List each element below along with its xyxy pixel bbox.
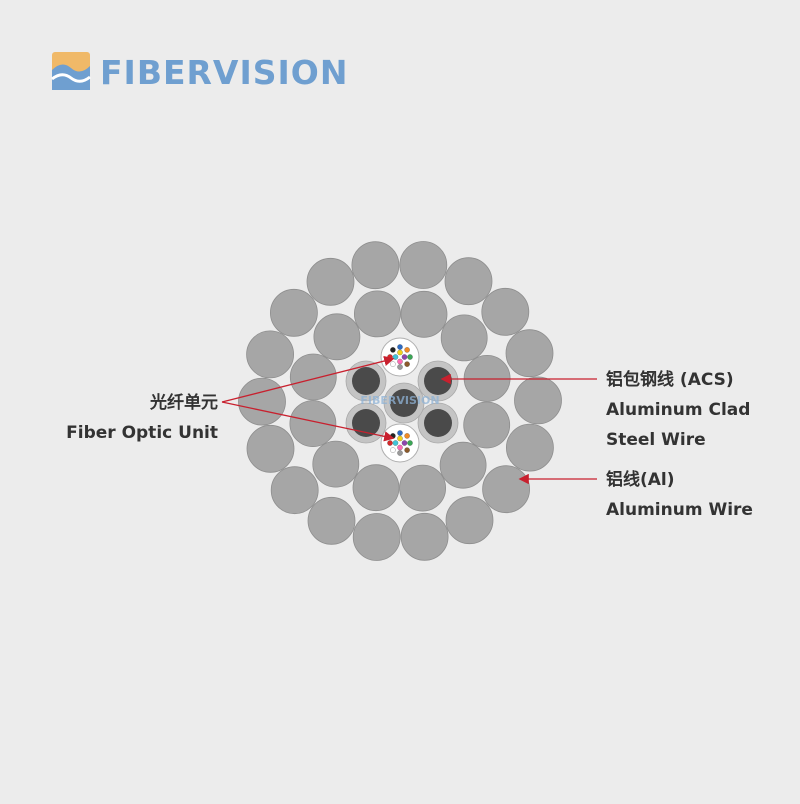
optical-fiber [404, 433, 410, 439]
optical-fiber [392, 354, 399, 360]
acs-steel-core [352, 409, 380, 437]
middle-aluminum-wire [439, 441, 487, 489]
acs-steel-core [352, 367, 380, 395]
outer-aluminum-wire [246, 330, 295, 379]
outer-aluminum-wire [514, 376, 562, 425]
optical-fiber [387, 440, 393, 446]
outer-aluminum-wire [307, 496, 356, 545]
optical-fiber [390, 347, 396, 353]
brand-name: FIBERVISION [100, 53, 348, 92]
outer-aluminum-wire [351, 241, 400, 290]
brand-logo-icon [51, 52, 91, 90]
outer-aluminum-wire [445, 496, 494, 545]
cable-strands [238, 241, 562, 561]
middle-aluminum-wire [313, 313, 361, 361]
arrow-fiber-unit-lower [221, 401, 395, 442]
acs-steel-core [424, 367, 452, 395]
optical-fiber [397, 435, 403, 442]
middle-aluminum-wire [289, 353, 337, 401]
acs-steel-core [424, 409, 452, 437]
middle-aluminum-wire [400, 290, 448, 338]
optical-fiber [401, 354, 408, 360]
label-fiber-unit-cn: 光纤单元 [149, 392, 218, 413]
optical-fiber [390, 361, 396, 367]
brand-logo: FIBERVISION [51, 52, 348, 92]
outer-aluminum-wire [444, 257, 493, 306]
middle-aluminum-wire [352, 464, 400, 512]
optical-fiber [407, 440, 413, 446]
optical-fiber [397, 349, 403, 356]
optical-fiber [397, 430, 403, 436]
optical-fiber [404, 361, 410, 367]
outer-aluminum-wire [399, 241, 448, 289]
center-watermark: FIBERVISION [360, 394, 439, 407]
middle-aluminum-wire [289, 400, 337, 448]
optical-fiber [397, 364, 403, 370]
optical-fiber [397, 358, 403, 365]
outer-aluminum-wire [505, 329, 554, 378]
fiber-optic-tube [380, 423, 420, 463]
middle-aluminum-wire [440, 314, 488, 362]
middle-aluminum-wire [463, 401, 511, 449]
middle-aluminum-wire [353, 290, 401, 338]
optical-fiber [401, 440, 408, 446]
label-al-cn: 铝线(Al) [606, 469, 675, 490]
outer-aluminum-wire [352, 513, 401, 561]
outer-aluminum-wire [306, 257, 355, 306]
optical-fiber [407, 354, 413, 360]
annotation-arrows [221, 355, 597, 485]
outer-aluminum-wire [506, 423, 554, 472]
acs-steel-core [390, 389, 418, 417]
label-acs-en-line2: Steel Wire [606, 430, 706, 450]
optical-fiber [390, 447, 396, 453]
outer-aluminum-wire [270, 466, 319, 515]
outer-aluminum-wire [400, 512, 449, 561]
arrow-fiber-unit-upper [221, 355, 395, 403]
middle-aluminum-wire [399, 464, 447, 512]
optical-fiber [397, 344, 403, 350]
middle-aluminum-wire [312, 440, 360, 488]
outer-aluminum-wire [238, 377, 286, 426]
optical-fiber [397, 450, 403, 456]
label-acs-en-line1: Aluminum Clad [606, 400, 750, 420]
outer-aluminum-wire [269, 288, 318, 337]
optical-fiber [404, 447, 410, 453]
optical-fiber [397, 444, 403, 451]
label-al-en: Aluminum Wire [606, 500, 753, 520]
outer-aluminum-wire [482, 465, 531, 514]
label-fiber-unit-en: Fiber Optic Unit [66, 423, 218, 443]
outer-aluminum-wire [481, 287, 530, 336]
optical-fiber [392, 440, 399, 446]
outer-aluminum-wire [246, 424, 295, 473]
fiber-optic-tube [380, 337, 420, 377]
optical-fiber [404, 347, 410, 353]
label-acs-cn: 铝包钢线 (ACS) [606, 369, 734, 390]
